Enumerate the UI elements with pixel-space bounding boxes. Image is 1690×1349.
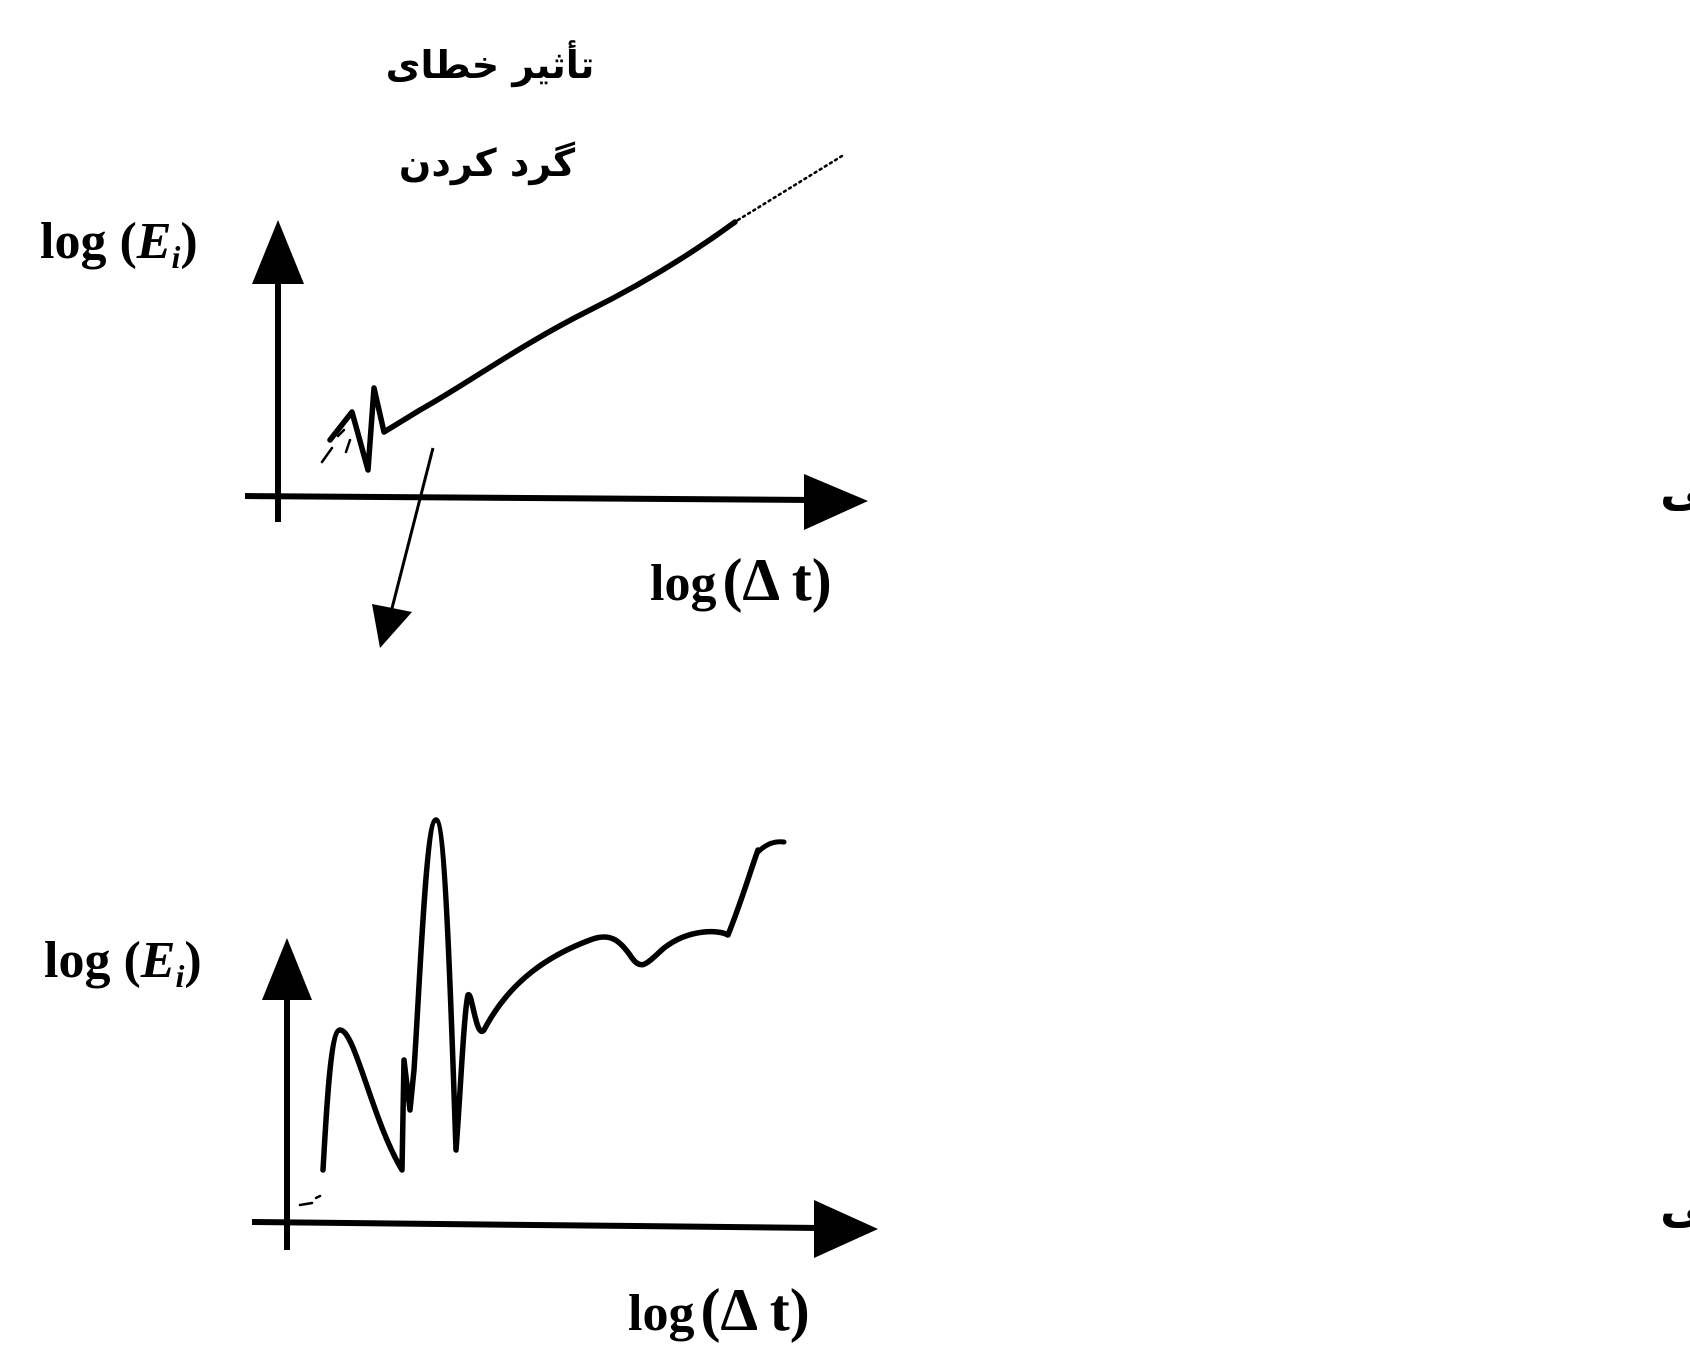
annotation-line-2: گرد کردن [399,141,576,185]
panel-linear: تأثیر خطای گرد کردن log (Ei) log(Δ t) ال… [40,40,1690,648]
y-axis-label-linear: log (Ei) [40,213,198,275]
y-axis-arrowhead-nonlinear [262,938,312,1000]
caption-nonlinear: ب) مسائل غیرخطی [1660,1178,1690,1234]
x-axis-arrowhead-linear [804,474,868,530]
panel-nonlinear: log (Ei) log(Δ t) ب) مسائل غیرخطی [44,817,1690,1343]
x-axis-arrowhead-nonlinear [814,1200,878,1258]
noise-marks-linear [320,428,352,464]
x-axis-label-nonlinear: log(Δ t) [628,1277,810,1343]
annotation-line-1: تأثیر خطای [386,40,595,87]
x-axis-linear [244,493,816,503]
y-axis-arrowhead-linear [252,220,304,284]
noise-marks-nonlinear [298,1194,322,1207]
y-axis-label-nonlinear: log (Ei) [44,932,202,994]
caption-linear: الف) مسائل خطی [1660,461,1690,517]
error-curve-nonlinear [320,817,761,1173]
error-curve-linear [327,219,738,473]
curve-end-hook-nonlinear [755,839,787,855]
dotted-extension-linear [736,154,844,222]
x-axis-nonlinear [251,1219,821,1231]
x-axis-label-linear: log(Δ t) [650,547,832,613]
annotation-pointer-arrowhead [372,604,412,648]
annotation-pointer-line [387,447,435,621]
